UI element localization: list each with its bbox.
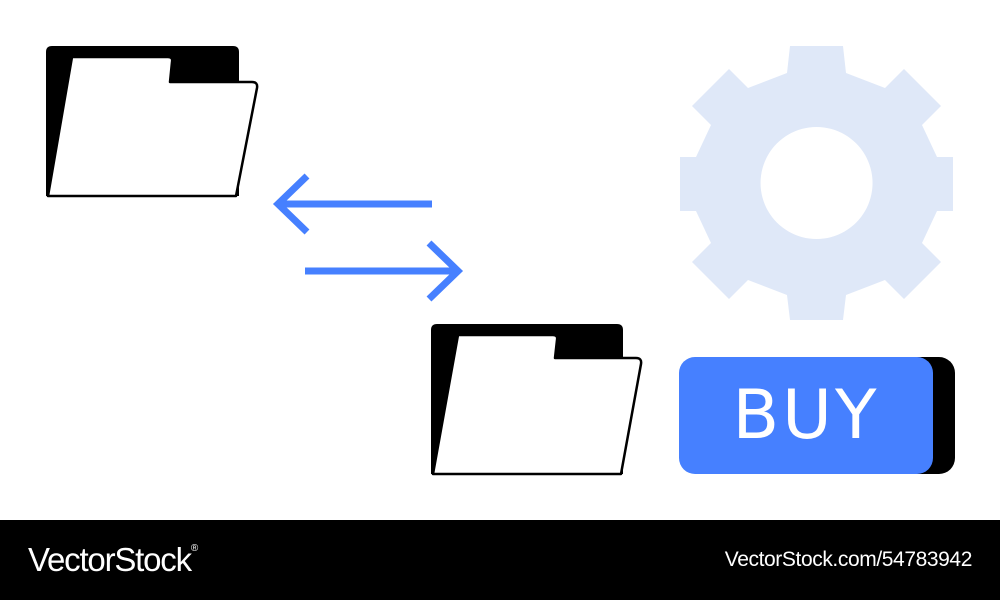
buy-button-face[interactable]: BUY <box>679 357 933 474</box>
buy-button-label: BUY <box>732 375 880 455</box>
folder-icon <box>431 324 643 476</box>
footer-trademark: ® <box>190 543 198 554</box>
arrow-right-icon <box>305 240 464 302</box>
gear-icon <box>680 46 953 320</box>
buy-button[interactable]: BUY <box>679 357 955 474</box>
footer-image-id: VectorStock.com/54783942 <box>724 548 973 571</box>
folder-icon <box>46 46 259 198</box>
illustration-art <box>46 46 953 476</box>
vectorstock-logo: VectorStock® <box>28 541 198 579</box>
illustration-canvas: BUY <box>46 46 955 476</box>
footer-brand-text: VectorStock <box>28 541 192 578</box>
watermark-footer: VectorStock® VectorStock.com/54783942 <box>0 520 1000 600</box>
arrow-left-icon <box>272 173 432 235</box>
